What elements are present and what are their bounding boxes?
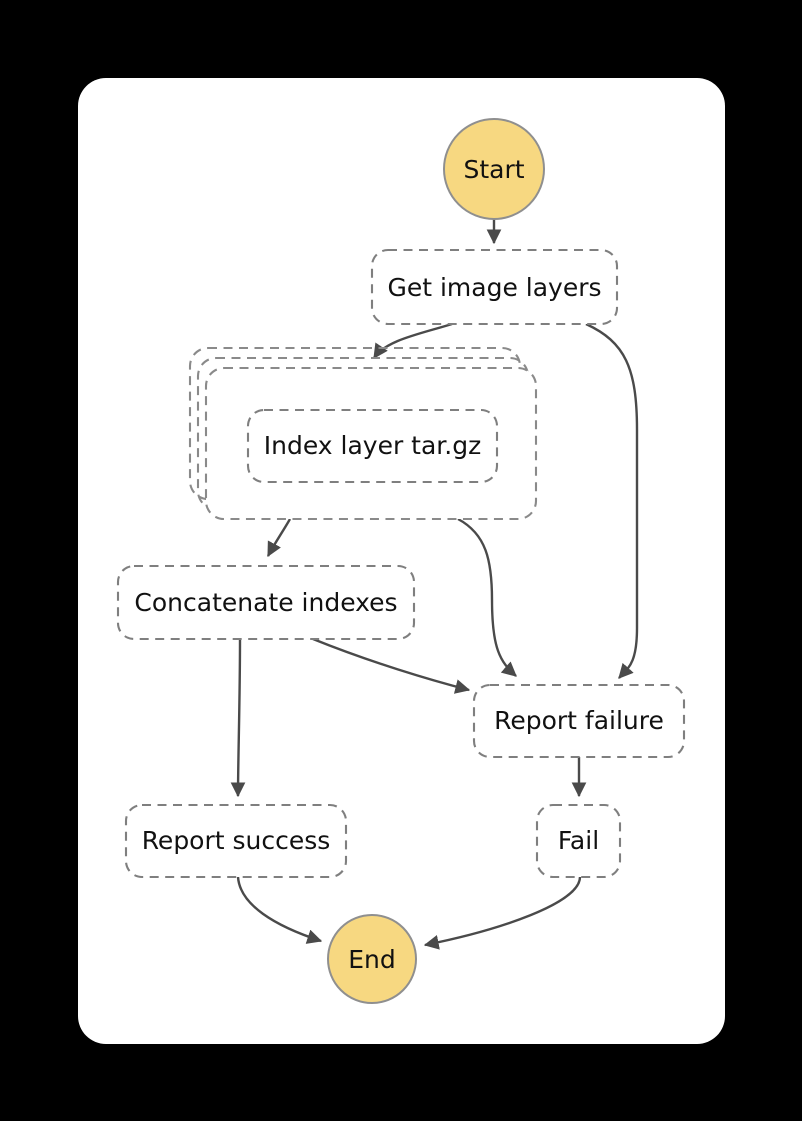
report-success-label: Report success bbox=[142, 826, 331, 855]
diagram-card bbox=[78, 78, 725, 1044]
node-start[interactable]: Start bbox=[443, 118, 545, 220]
node-report-failure[interactable]: Report failure bbox=[472, 683, 686, 759]
node-index-layer-targz[interactable]: Index layer tar.gz bbox=[246, 408, 499, 484]
edge-fail-to-end bbox=[423, 876, 582, 950]
report-success-box[interactable] bbox=[124, 803, 348, 879]
get-image-layers-box[interactable] bbox=[370, 248, 619, 326]
end-label: End bbox=[348, 945, 396, 974]
edge-layer bbox=[230, 219, 639, 950]
edge-get-image-layers-to-map-state bbox=[373, 322, 453, 359]
edge-concatenate-indexes-to-report-failure bbox=[312, 637, 471, 694]
start-circle[interactable] bbox=[443, 118, 545, 220]
edge-report-success-to-end bbox=[236, 876, 323, 944]
end-circle[interactable] bbox=[327, 914, 417, 1004]
node-get-image-layers[interactable]: Get image layers bbox=[370, 248, 619, 326]
index-layer-targz-box[interactable] bbox=[246, 408, 499, 484]
edge-map-state-to-concatenate-indexes bbox=[266, 518, 292, 558]
fail-label: Fail bbox=[558, 826, 599, 855]
start-label: Start bbox=[463, 155, 524, 184]
edge-map-state-to-report-failure bbox=[457, 517, 517, 677]
edge-get-image-layers-to-report-failure bbox=[585, 322, 639, 679]
node-report-success[interactable]: Report success bbox=[124, 803, 348, 879]
node-fail[interactable]: Fail bbox=[535, 803, 622, 879]
report-failure-box[interactable] bbox=[472, 683, 686, 759]
node-end[interactable]: End bbox=[327, 914, 417, 1004]
index-layer-targz-label: Index layer tar.gz bbox=[264, 431, 481, 460]
fail-box[interactable] bbox=[535, 803, 622, 879]
node-concatenate-indexes[interactable]: Concatenate indexes bbox=[116, 564, 416, 641]
report-failure-label: Report failure bbox=[494, 706, 664, 735]
concatenate-indexes-box[interactable] bbox=[116, 564, 416, 641]
concatenate-indexes-label: Concatenate indexes bbox=[134, 588, 397, 617]
get-image-layers-label: Get image layers bbox=[387, 273, 601, 302]
edge-concatenate-indexes-to-report-success bbox=[230, 638, 246, 798]
